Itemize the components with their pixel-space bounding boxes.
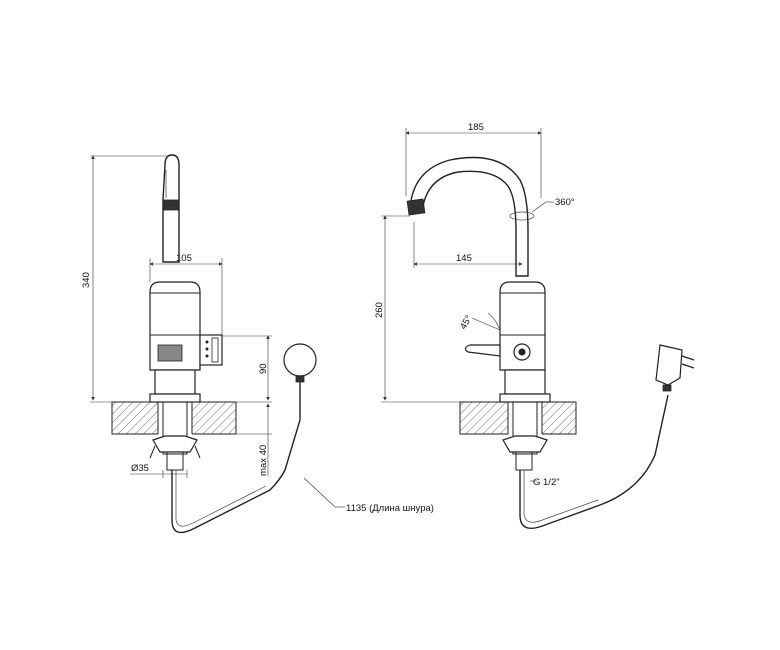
dim-left-diameter: Ø35 [131, 463, 149, 474]
left-display [157, 344, 183, 362]
left-spout-pipe [162, 154, 180, 263]
rotation-ring [509, 211, 535, 221]
dim-left-height: 340 [81, 272, 92, 288]
right-lever [464, 344, 501, 357]
right-heater-body [499, 281, 546, 371]
dim-right-reach: 185 [468, 122, 484, 133]
right-cord [519, 394, 669, 529]
dim-right-rotation: 360° [555, 197, 575, 208]
dim-right-height: 260 [374, 302, 385, 318]
left-fixing-nut [152, 435, 198, 453]
dim-left-top-width: 105 [176, 253, 192, 264]
left-plug [283, 343, 317, 377]
dim-right-spout: 145 [456, 253, 472, 264]
dim-right-thread: G 1/2" [533, 477, 560, 488]
left-control-block [199, 334, 223, 366]
right-plug [655, 344, 683, 386]
side-view: 185 360° 145 260 45° G 1/2" [374, 122, 695, 529]
cord-length-label: 1135 (Длина шнура) [346, 503, 434, 514]
front-view: 340 105 90 max 40 Ø35 1135 (Длина шнура) [81, 154, 434, 534]
dim-left-body-height: 90 [258, 363, 269, 374]
dim-left-max-thickness: max 40 [258, 445, 269, 476]
left-cord [171, 380, 301, 534]
dim-right-angle: 45° [458, 313, 475, 331]
right-spout [409, 156, 529, 277]
